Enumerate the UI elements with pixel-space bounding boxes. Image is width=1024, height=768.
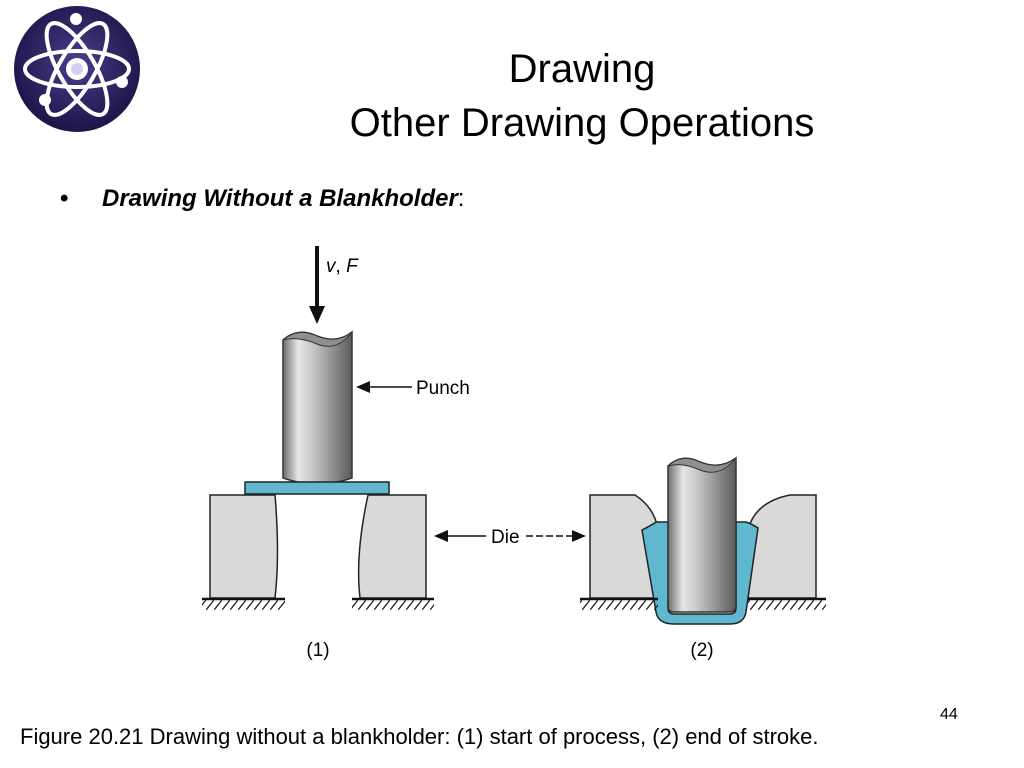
slide-number: 44 — [940, 706, 958, 723]
drawing-diagram: v, F Punch Die — [202, 246, 826, 661]
punch-pointer — [356, 381, 412, 393]
blank-step-1 — [244, 481, 390, 495]
force-label: v, F — [326, 256, 359, 277]
step-2-label: (2) — [690, 640, 713, 661]
figure-caption: Figure 20.21 Drawing without a blankhold… — [20, 724, 819, 749]
bullet-suffix: : — [457, 185, 465, 212]
punch-step-1 — [282, 330, 353, 485]
die-right-step-1 — [357, 494, 427, 599]
bullet-marker: • — [60, 185, 69, 212]
punch-label: Punch — [416, 378, 470, 399]
step-1-label: (1) — [306, 640, 329, 661]
force-arrow — [309, 246, 325, 324]
bullet-text: Drawing Without a Blankholder — [102, 185, 458, 212]
ground-step-1 — [202, 597, 434, 610]
atom-icon — [14, 6, 140, 132]
punch-step-2 — [667, 456, 737, 613]
ground-step-2 — [580, 597, 826, 610]
die-left-step-1 — [209, 494, 279, 599]
slide-title: Drawing Other Drawing Operations — [160, 42, 1004, 150]
die-right-step-2 — [747, 494, 817, 599]
die-pointers — [434, 530, 586, 542]
bullet-item: • Drawing Without a Blankholder: — [60, 185, 464, 213]
die-label: Die — [491, 527, 520, 548]
title-line-1: Drawing — [508, 47, 656, 91]
title-line-2: Other Drawing Operations — [349, 101, 815, 145]
